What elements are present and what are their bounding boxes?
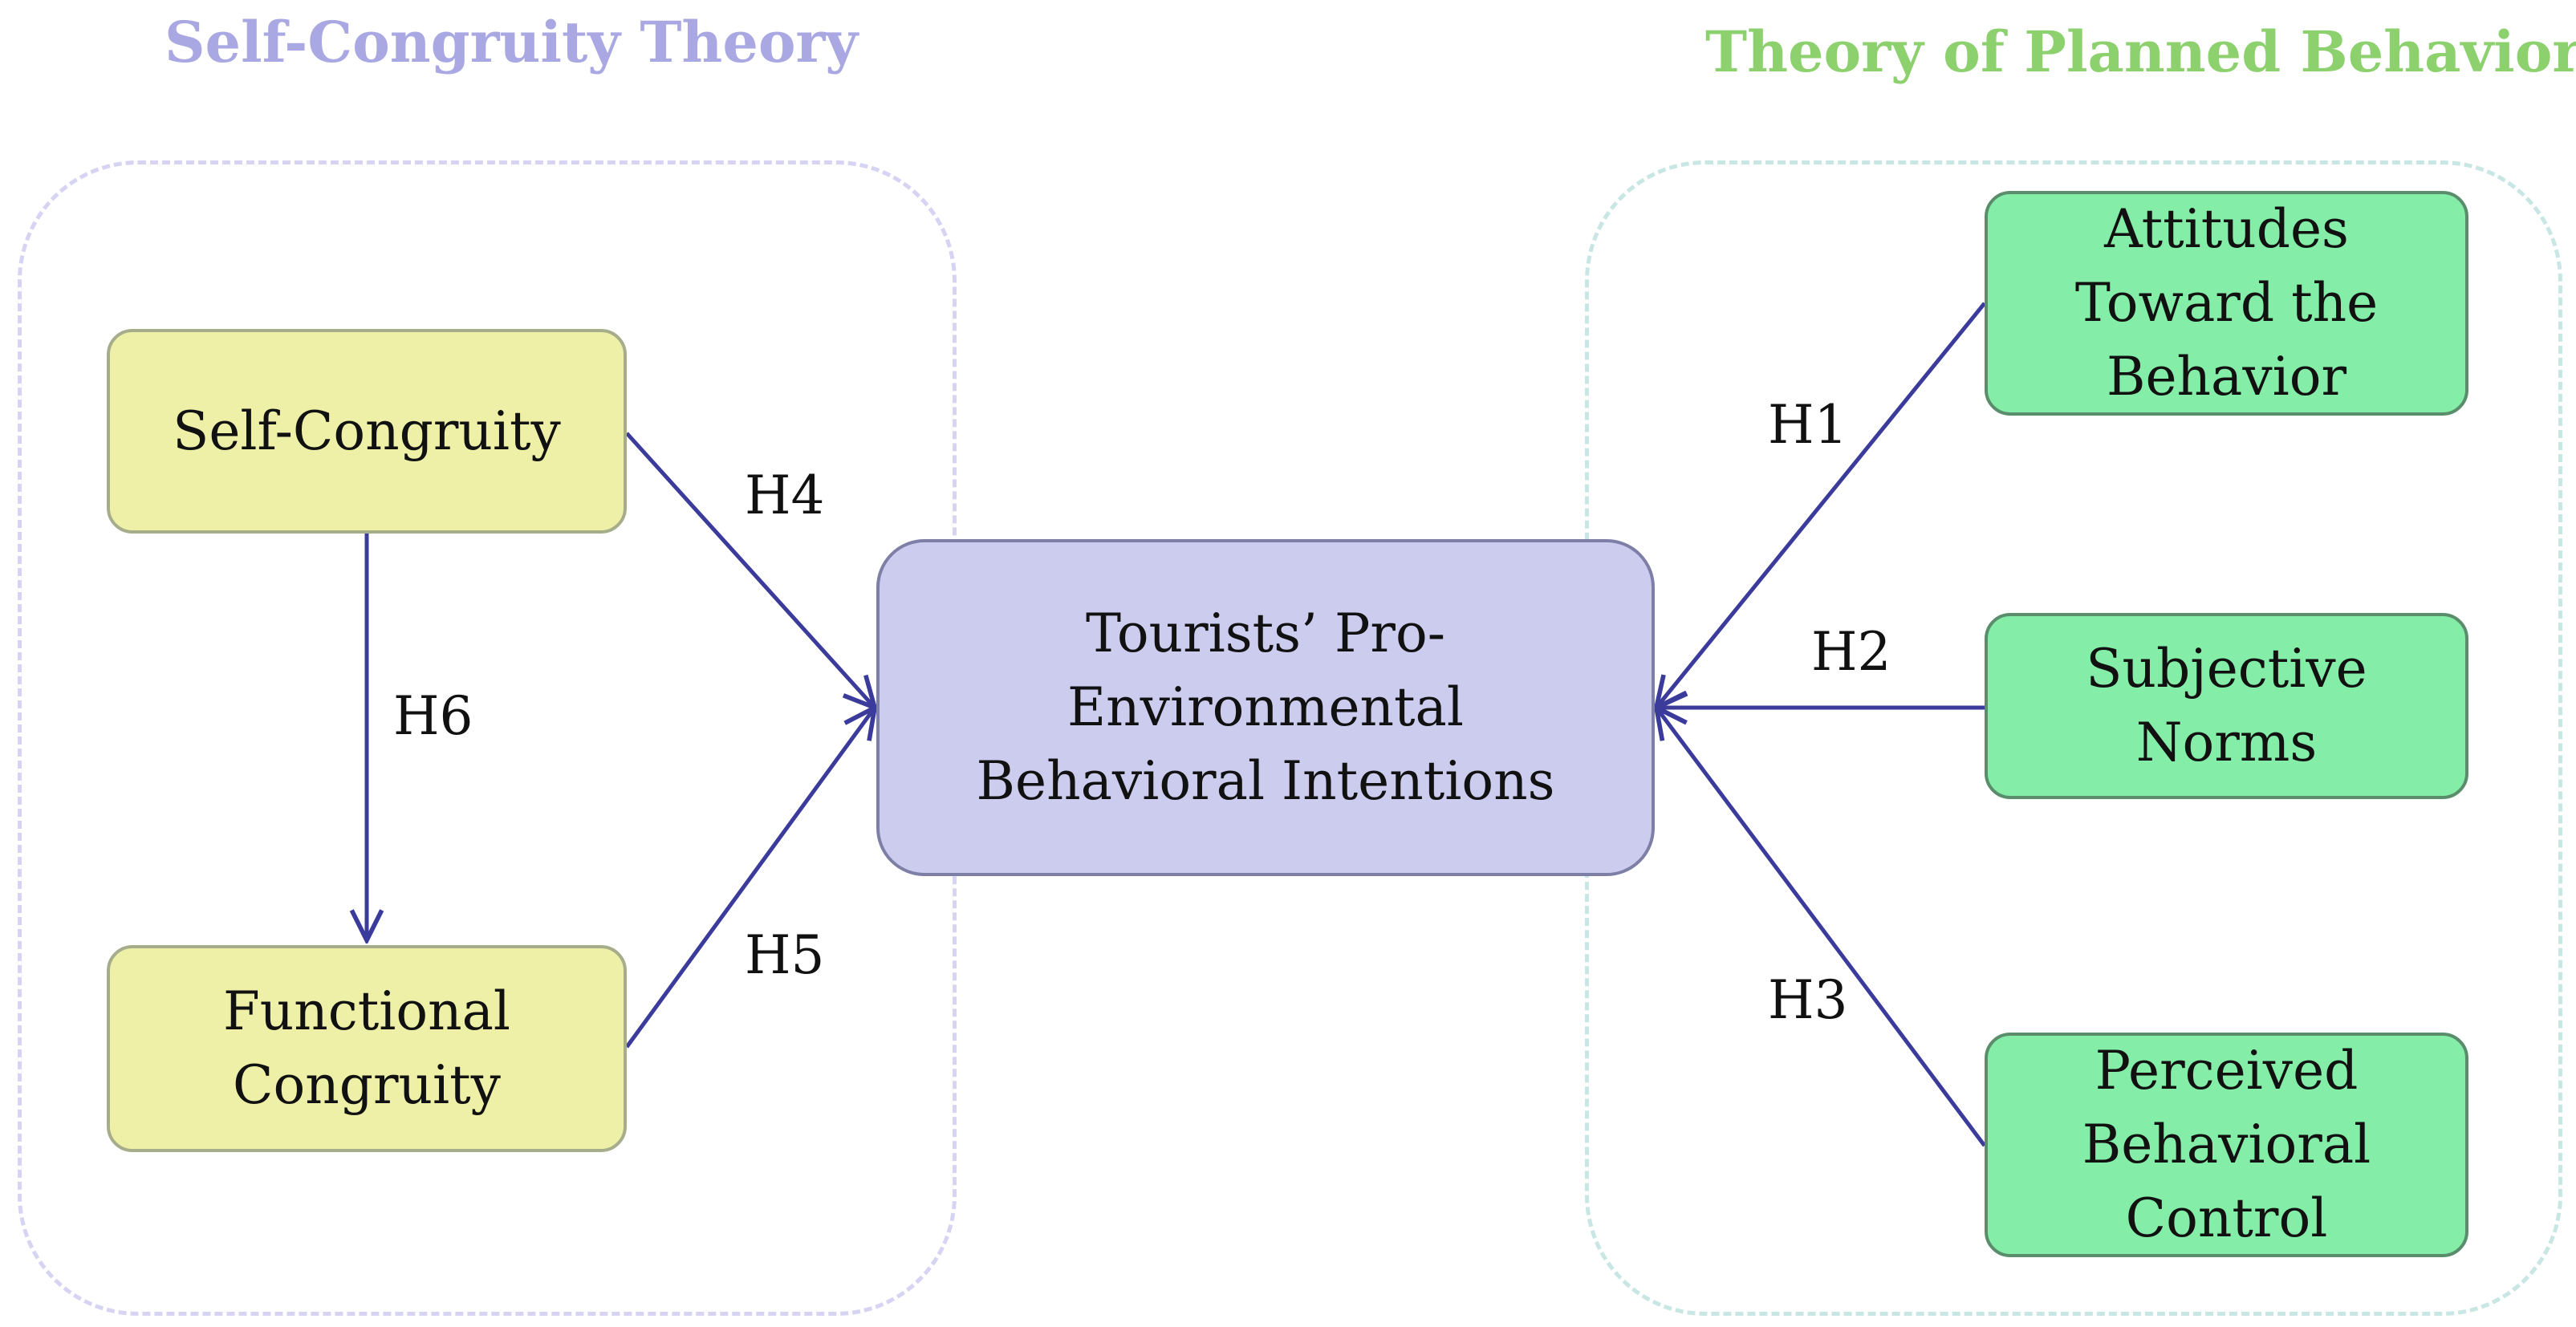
arrow-h3	[1656, 708, 1987, 1147]
functional-congruity-box: Functional Congruity	[107, 945, 627, 1152]
attitudes-box: Attitudes Toward the Behavior	[1985, 191, 2468, 416]
behavioral-intentions-box: Tourists’ Pro- Environmental Behavioral …	[876, 539, 1655, 876]
hypothesis-label-h3: H3	[1768, 969, 1848, 1031]
hypothesis-label-h2: H2	[1811, 621, 1891, 683]
self-congruity-label: Self-Congruity	[173, 400, 561, 462]
arrow-h4	[625, 432, 875, 708]
hypothesis-label-h5: H5	[745, 924, 825, 986]
behavioral-intentions-label: Tourists’ Pro- Environmental Behavioral …	[976, 603, 1555, 812]
self-congruity-theory-title: Self-Congruity Theory	[165, 9, 859, 75]
attitudes-label: Attitudes Toward the Behavior	[2074, 198, 2379, 408]
perceived-behavioral-control-label: Perceived Behavioral Control	[2082, 1040, 2371, 1249]
self-congruity-box: Self-Congruity	[107, 329, 627, 534]
subjective-norms-box: Subjective Norms	[1985, 613, 2468, 799]
hypothesis-label-h1: H1	[1768, 394, 1848, 456]
hypothesis-label-h4: H4	[745, 465, 825, 526]
planned-behavior-theory-title: Theory of Planned Behavior	[1705, 18, 2576, 85]
functional-congruity-label: Functional Congruity	[222, 980, 511, 1116]
subjective-norms-label: Subjective Norms	[2086, 638, 2367, 773]
perceived-behavioral-control-box: Perceived Behavioral Control	[1985, 1033, 2468, 1257]
arrow-h5	[624, 708, 875, 1049]
arrow-h1	[1656, 302, 1986, 708]
hypothesis-label-h6: H6	[393, 685, 473, 747]
